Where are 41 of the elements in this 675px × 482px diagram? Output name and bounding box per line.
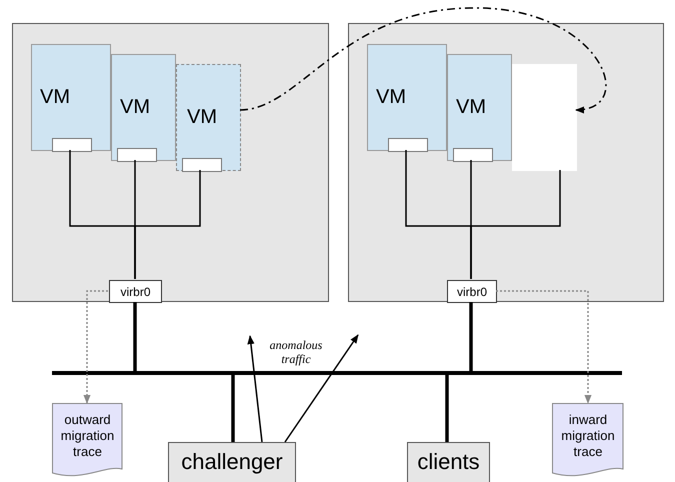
- bridge-box: [447, 280, 497, 303]
- host-box: [407, 442, 490, 482]
- node-label: VM: [187, 106, 217, 129]
- arrow: [240, 7, 606, 112]
- connector-line: [470, 170, 561, 279]
- arrow: [496, 290, 592, 404]
- host-box: [348, 23, 664, 302]
- vm-box: [367, 44, 447, 151]
- empty-slot-box: [512, 64, 577, 171]
- connector-line: [231, 375, 235, 442]
- connector-line: [469, 302, 473, 371]
- node-label: outward migration trace: [60, 412, 116, 460]
- arrow: [83, 290, 108, 404]
- port-box: [453, 148, 493, 162]
- port-box: [182, 158, 222, 172]
- node-label: VM: [40, 86, 70, 109]
- arrow: [284, 334, 359, 442]
- vm-box: [176, 64, 241, 171]
- node-label: VM: [456, 96, 486, 119]
- host-box: [12, 23, 329, 302]
- node-label: virbr0: [120, 284, 150, 298]
- vm-box: [31, 44, 111, 151]
- connector-line: [134, 170, 201, 279]
- annotation-label: anomalous traffic: [268, 338, 324, 366]
- node-label: virbr0: [456, 284, 487, 298]
- vm-box: [111, 54, 176, 161]
- port-box: [117, 148, 157, 162]
- arrow: [247, 335, 263, 442]
- port-box: [388, 138, 428, 152]
- node-label: inward migration trace: [560, 412, 616, 460]
- bridge-box: [109, 280, 162, 303]
- node-label: VM: [376, 86, 406, 109]
- connector-line: [133, 302, 137, 371]
- network-bus: [52, 371, 622, 375]
- host-box: [168, 442, 296, 482]
- vm-box: [447, 54, 512, 161]
- node-label: VM: [120, 96, 150, 119]
- node-label: clients: [417, 449, 480, 475]
- node-label: challenger: [181, 449, 283, 475]
- connector-line: [445, 375, 449, 442]
- port-box: [52, 138, 92, 152]
